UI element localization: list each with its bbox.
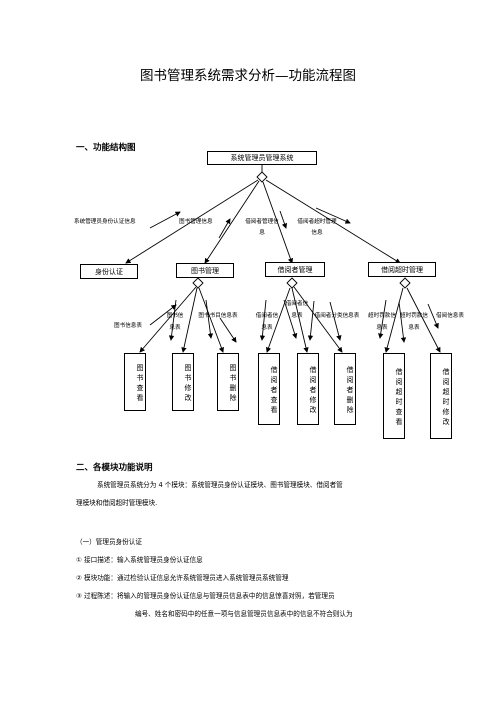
leaf-reader-view: 借阅者查看 xyxy=(258,353,280,425)
item-3: ③ 过程陈述：将输入的管理员身份认证信息与管理员信息表中的信息惊喜对照，若管理员 xyxy=(76,592,335,600)
document-title: 图书管理系统需求分析—功能流程图 xyxy=(140,68,356,84)
item-2: ② 模块功能：通过检验认证信息允许系统管理员进入系统管理员系统管理 xyxy=(76,574,289,582)
intro-line-2: 理模块和借阅超时管理模块. xyxy=(76,499,158,507)
leaf-book-edit: 图书修改 xyxy=(172,353,194,411)
leaf-reader-delete: 借阅者删除 xyxy=(334,353,356,425)
flow-book-info: 图书信息表 xyxy=(114,323,142,329)
flow-reader-info-b: 借阅者信息表 xyxy=(285,301,309,319)
flow-book-dir: 图书书目信息表 xyxy=(198,313,238,319)
node-auth: 身份认证 xyxy=(80,264,138,279)
leaf-reader-edit: 借阅者修改 xyxy=(297,353,319,425)
flow-reader-class: 借阅者分类信息表 xyxy=(314,313,360,319)
node-overdue-mgmt: 借阅超时管理 xyxy=(368,262,436,277)
flow-borrow-info: 借阅信息表 xyxy=(436,313,464,319)
section-1-heading: 一、功能结构图 xyxy=(76,143,136,153)
flow-label-reader: 借阅者管理信息 xyxy=(245,219,279,236)
node-reader-mgmt: 借阅者管理 xyxy=(265,262,325,277)
flow-fine-info: 超时罚款信息表 xyxy=(368,313,396,331)
intro-line-1: 系统管理员系统分为 4 个模块：系统管理员身份认证模块、图书管理模块、借阅者管 xyxy=(97,481,343,489)
flow-label-book: 图书管理信息 xyxy=(179,219,213,225)
leaf-book-view: 图书查看 xyxy=(124,353,146,411)
leaf-overdue-edit: 借阅超时修改 xyxy=(430,353,452,439)
flow-label-auth: 系统管理员身份认证信息 xyxy=(74,219,136,225)
item-3-continued: 编号、姓名和密码中的任意一项与信息管理员信息表中的信息不符合则认为 xyxy=(135,610,353,618)
flow-reader-info: 借阅者信息表 xyxy=(255,313,279,331)
subsection-1-heading: （一）管理员身份认证 xyxy=(76,538,142,546)
flow-book-info-b: 图书信息表 xyxy=(166,313,184,331)
flow-overdue-fine: 超时罚款信息表 xyxy=(400,313,428,331)
item-1: ① 接口描述：输入系统管理员身份认证信息 xyxy=(76,556,203,564)
flow-label-overdue: 借阅者超时管理信息 xyxy=(297,219,337,236)
leaf-book-delete: 图书删除 xyxy=(217,353,239,411)
node-book-mgmt: 图书管理 xyxy=(176,263,234,278)
root-node: 系统管理员管理系统 xyxy=(207,151,317,165)
section-2-heading: 二、各模块功能说明 xyxy=(76,463,153,473)
leaf-overdue-view: 借阅超时查看 xyxy=(383,353,405,439)
